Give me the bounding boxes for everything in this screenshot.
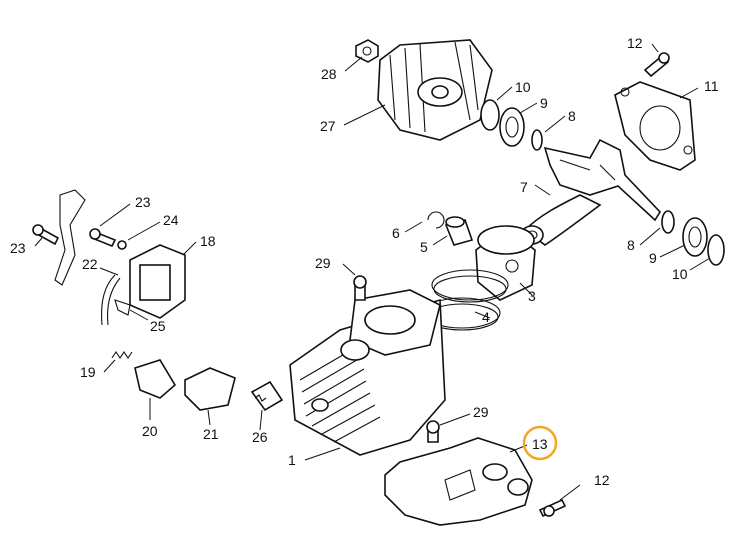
label-3: 3 [528, 288, 536, 304]
label-25: 25 [150, 318, 166, 334]
crankshaft-part [520, 138, 662, 246]
screw-23-left-part [32, 224, 60, 246]
label-1: 1 [288, 452, 296, 468]
label-20: 20 [142, 423, 158, 439]
label-21: 21 [203, 426, 219, 442]
label-10-top: 10 [515, 79, 531, 95]
nut-part [355, 39, 379, 63]
label-19: 19 [80, 364, 96, 380]
label-12-top: 12 [627, 35, 643, 51]
wire-22-part [101, 274, 121, 326]
label-8-top: 8 [568, 108, 576, 124]
label-29-right: 29 [473, 404, 489, 420]
crankcase-part [614, 81, 696, 171]
terminal-21-part [184, 367, 236, 411]
label-5: 5 [420, 239, 428, 255]
label-10-bottom: 10 [672, 266, 688, 282]
highlight-ring [522, 425, 558, 461]
screw-23-top-part [89, 228, 117, 248]
label-13: 13 [532, 436, 548, 452]
ball-bearing-top [480, 99, 543, 151]
spring-19-part [111, 351, 133, 359]
label-11: 11 [704, 78, 719, 94]
label-9-top: 9 [540, 95, 548, 111]
cover-part [384, 437, 533, 526]
flywheel-part [377, 39, 493, 141]
piston-rings-part [423, 269, 509, 331]
ball-bearing-bottom [661, 210, 725, 266]
label-29-top: 29 [315, 255, 331, 271]
part-number-labels: 28 27 10 9 8 7 12 11 6 5 3 4 8 9 10 13 1… [10, 35, 719, 488]
spark-plug-boot-20-part [134, 359, 177, 399]
label-4: 4 [482, 309, 490, 325]
label-22: 22 [82, 256, 98, 272]
label-23-top: 23 [135, 194, 151, 210]
cylinder-part [289, 289, 446, 456]
screw-29-top-part [353, 275, 367, 301]
piston-pin-part [444, 216, 474, 246]
ignition-coil-part [129, 244, 186, 319]
label-7: 7 [520, 179, 528, 195]
bracket-part [54, 189, 86, 286]
label-23-left: 23 [10, 240, 26, 256]
piston-part [475, 225, 536, 301]
screw-bottom-part [538, 498, 567, 518]
spark-plug-26-part [250, 380, 284, 412]
label-12-bottom: 12 [594, 472, 610, 488]
label-8-bottom: 8 [627, 237, 635, 253]
label-27: 27 [320, 118, 336, 134]
screw-top-part [643, 52, 670, 78]
clip-25-part [114, 299, 131, 316]
label-28: 28 [321, 66, 337, 82]
label-24: 24 [163, 212, 179, 228]
label-18: 18 [200, 233, 216, 249]
label-9-bottom: 9 [649, 250, 657, 266]
label-6: 6 [392, 225, 400, 241]
washer-24-part [117, 240, 127, 250]
screw-29-right-part [426, 420, 440, 443]
label-26: 26 [252, 429, 268, 445]
leader-lines [34, 43, 711, 501]
circlip-part [427, 211, 445, 229]
